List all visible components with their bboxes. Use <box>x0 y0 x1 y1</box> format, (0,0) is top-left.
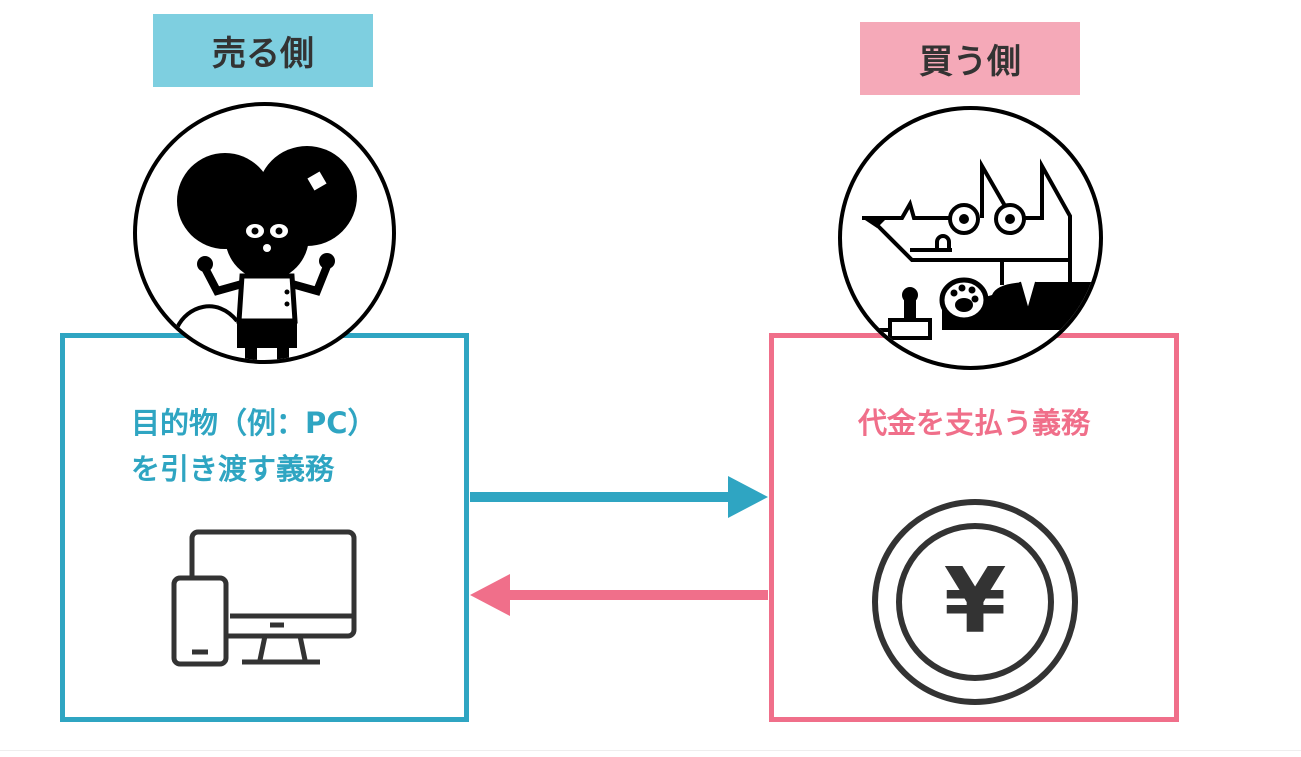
seller-character-circle <box>133 102 396 364</box>
buyer-label: 買う側 <box>860 22 1080 95</box>
seller-duty-line2: を引き渡す義務 <box>131 452 335 486</box>
seller-duty-box: 目的物（例：PC） を引き渡す義務 <box>60 333 469 722</box>
buyer-character-circle <box>838 106 1103 370</box>
buyer-duty-text: 代金を支払う義務 <box>857 406 1090 440</box>
mouse-character-icon <box>175 146 357 360</box>
seller-label: 売る側 <box>153 14 373 87</box>
yen-coin-icon: ¥ <box>872 499 1078 705</box>
wolf-character-icon <box>852 158 1099 340</box>
arrows <box>470 476 768 616</box>
devices-icon <box>171 529 357 667</box>
delivery-arrow <box>470 476 768 518</box>
yen-symbol: ¥ <box>944 549 1007 654</box>
bottom-divider <box>0 750 1301 751</box>
seller-duty-text: 目的物（例：PC） を引き渡す義務 <box>131 400 377 492</box>
payment-arrow <box>470 574 768 616</box>
buyer-duty-box: 代金を支払う義務 ¥ <box>769 333 1179 722</box>
seller-duty-line1: 目的物（例：PC） <box>131 406 377 440</box>
